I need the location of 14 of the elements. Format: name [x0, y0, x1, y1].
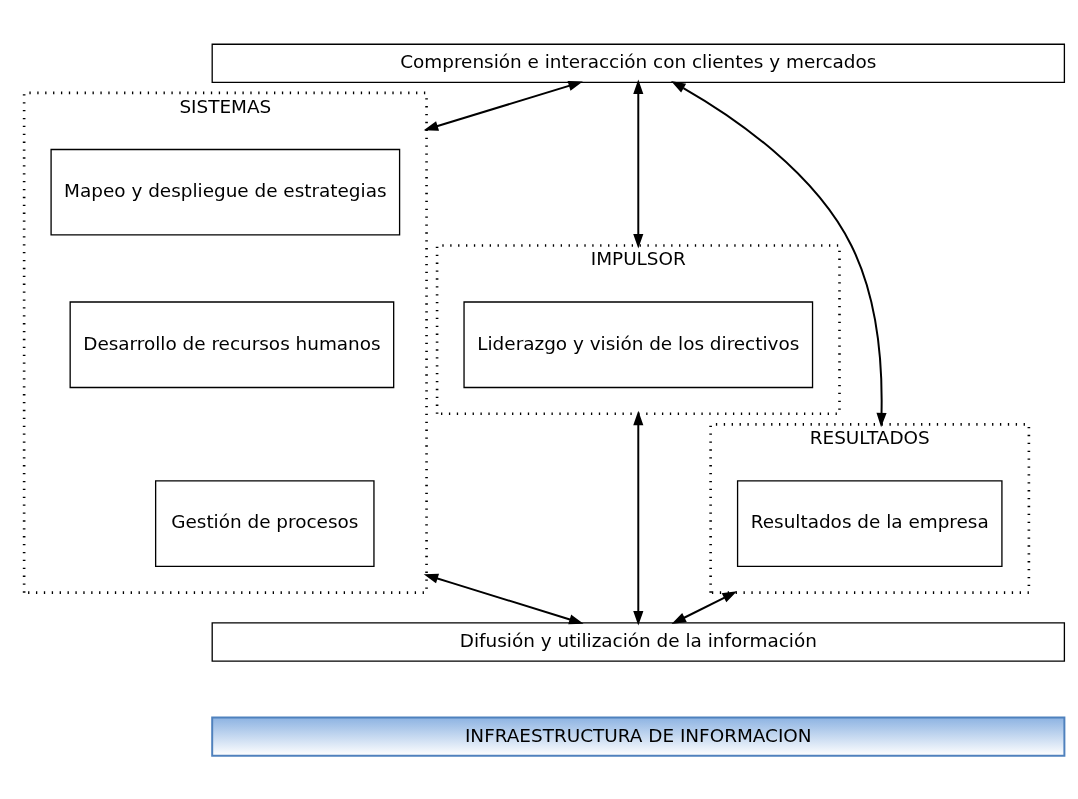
node-box: Gestión de procesos [155, 479, 375, 567]
node-box: Resultados de la empresa [736, 479, 1003, 567]
arrow [423, 80, 583, 131]
node-box: Mapeo y despliegue de estrategias [50, 148, 401, 236]
arrow [423, 573, 584, 624]
node-box: Liderazgo y visión de los directivos [463, 300, 814, 388]
node-box: INFRAESTRUCTURA DE INFORMACION [211, 716, 1066, 757]
node-box: Difusión y utilización de la información [211, 621, 1066, 662]
arrow [671, 80, 887, 427]
arrow [633, 410, 644, 626]
node-box: Desarrollo de recursos humanos [69, 300, 395, 388]
arrow [633, 79, 644, 248]
arrow [671, 590, 737, 624]
node-box: Comprensión e interacción con clientes y mercados [211, 43, 1066, 83]
